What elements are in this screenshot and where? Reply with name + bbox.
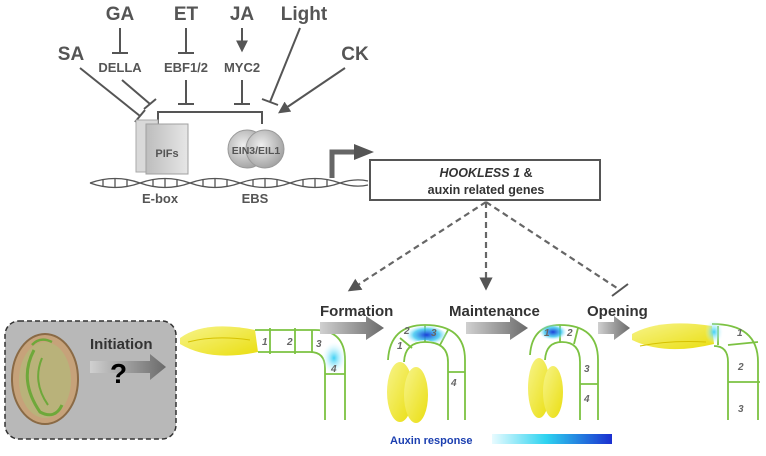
s3-cell-2: 2 xyxy=(566,328,573,339)
s3-cell-1: 1 xyxy=(544,328,550,339)
maintenance-label: Maintenance xyxy=(449,303,540,320)
regulator-ebf: EBF1/2 xyxy=(164,60,208,75)
s2-cell-2: 2 xyxy=(403,326,410,337)
ck-activates-complex xyxy=(278,67,346,114)
s4-cell-1: 1 xyxy=(737,328,743,339)
seedling-stage-3 xyxy=(528,324,599,420)
gene-hookless1: HOOKLESS 1 xyxy=(439,166,520,180)
myc2-inhibits-complex xyxy=(234,80,250,105)
s2-cell-1: 1 xyxy=(397,341,403,352)
s4-cell-3: 3 xyxy=(738,404,744,415)
s1-cell-2: 2 xyxy=(286,337,293,348)
initiation-label: Initiation xyxy=(90,336,153,353)
target-gene-box: HOOKLESS 1 & auxin related genes xyxy=(369,159,601,201)
dash-to-opening xyxy=(485,201,629,297)
ein3-eil1-protein: EIN3/EIL1 xyxy=(227,129,285,169)
opening-label: Opening xyxy=(587,303,648,320)
s1-cell-1: 1 xyxy=(262,337,268,348)
initiation-question: ? xyxy=(110,358,127,389)
s1-cell-3: 3 xyxy=(316,339,322,350)
signal-et: ET xyxy=(174,4,199,25)
formation-label: Formation xyxy=(320,303,393,320)
ebf-inhibits-complex xyxy=(178,80,194,105)
initiation-panel xyxy=(4,320,177,440)
svg-text:HOOKLESS 1 &: HOOKLESS 1 & xyxy=(439,166,532,180)
light-inhibits-complex xyxy=(261,27,301,106)
seedling-stage-4 xyxy=(632,320,760,420)
ga-inhibits-della xyxy=(112,28,128,54)
s3-cell-4: 4 xyxy=(583,394,590,405)
svg-text:PIFs: PIFs xyxy=(155,148,178,160)
ebox-label: E-box xyxy=(142,191,179,206)
seedling-stage-2 xyxy=(387,324,466,423)
s2-cell-4: 4 xyxy=(450,378,457,389)
gene-ampersand: & xyxy=(520,166,533,180)
gene-auxin-related: auxin related genes xyxy=(428,183,545,197)
signal-ga: GA xyxy=(106,4,135,25)
pifs-protein: PIFs xyxy=(135,119,189,175)
maintenance-arrow xyxy=(466,316,528,340)
et-inhibits-ebf xyxy=(178,28,194,54)
initiation-arrow xyxy=(90,354,166,380)
complex-bracket xyxy=(157,111,263,124)
seedling-stage-1 xyxy=(180,326,346,420)
auxin-response-scale xyxy=(492,434,612,444)
transcription-start-arrow xyxy=(329,144,374,178)
s4-cell-2: 2 xyxy=(737,362,744,373)
svg-text:EIN3/EIL1: EIN3/EIL1 xyxy=(232,145,281,157)
ebs-label: EBS xyxy=(242,191,269,206)
dna-strand xyxy=(89,177,369,189)
signal-ck: CK xyxy=(341,44,369,65)
formation-arrow xyxy=(320,316,384,340)
regulator-della: DELLA xyxy=(98,60,142,75)
signal-sa: SA xyxy=(58,44,85,65)
opening-arrow xyxy=(598,316,630,340)
signal-light: Light xyxy=(281,4,328,25)
legend-label: Auxin response xyxy=(390,435,473,447)
sa-inhibits-pifs xyxy=(79,67,146,123)
regulator-myc2: MYC2 xyxy=(224,60,260,75)
s2-cell-3: 3 xyxy=(431,328,437,339)
dash-to-formation xyxy=(347,201,487,292)
della-inhibits-pifs xyxy=(121,79,157,110)
s3-cell-3: 3 xyxy=(584,364,590,375)
s1-cell-4: 4 xyxy=(330,364,337,375)
signal-ja: JA xyxy=(230,4,255,25)
